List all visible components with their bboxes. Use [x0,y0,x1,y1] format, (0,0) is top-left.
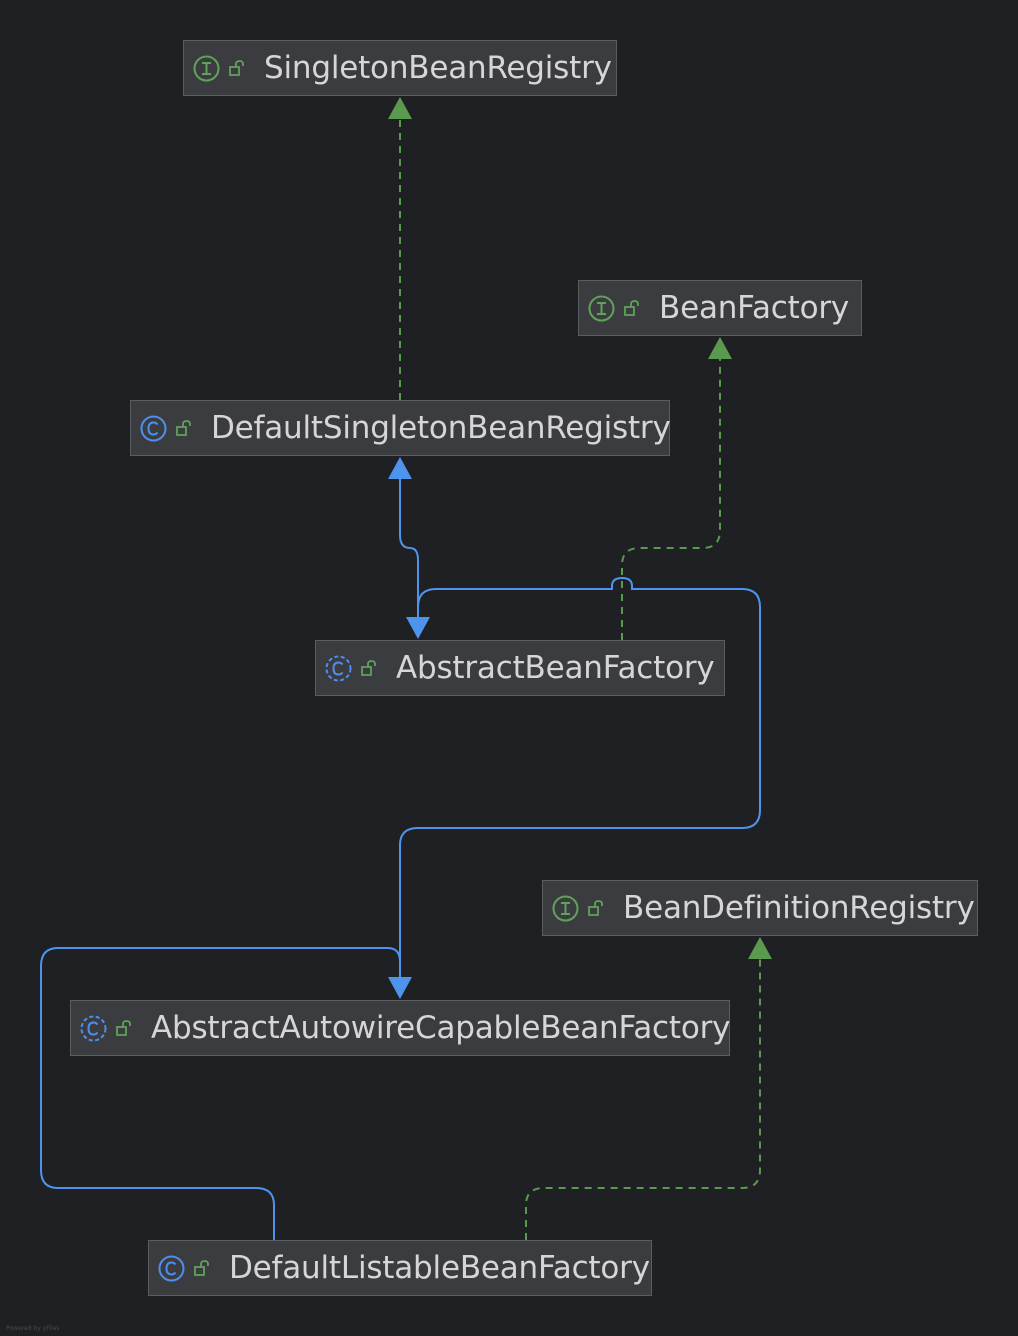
node-label: BeanFactory [659,290,850,326]
edge-default-singleton-registry-implements-singleton-registry [388,97,412,400]
node-bean-definition-registry[interactable]: BeanDefinitionRegistry [542,880,978,936]
interface-icon [193,55,220,81]
node-default-singleton-bean-registry[interactable]: DefaultSingletonBeanRegistry [130,400,671,456]
node-bean-factory[interactable]: BeanFactory [578,280,862,336]
edge-abstract-bean-factory-extends-default-singleton-registry [388,457,419,617]
node-label: DefaultListableBeanFactory [229,1250,650,1286]
edge-abstract-bean-factory-implements-bean-factory [621,337,732,640]
node-label: AbstractBeanFactory [396,650,715,686]
node-label: BeanDefinitionRegistry [623,890,975,926]
public-lock-icon [176,420,191,436]
edge-default-listable-extends-abstract-autowire [40,947,412,1240]
class-icon [158,1255,185,1281]
node-abstract-autowire-capable-bean-factory[interactable]: AbstractAutowireCapableBeanFactory [70,1000,731,1056]
node-default-listable-bean-factory[interactable]: DefaultListableBeanFactory [148,1240,652,1296]
class-icon [140,415,167,441]
node-label: DefaultSingletonBeanRegistry [211,410,671,446]
edge-abstract-autowire-extends-abstract-bean-factory [399,576,761,978]
footer-credit: Powered by yFiles [6,1325,60,1332]
node-singleton-bean-registry[interactable]: SingletonBeanRegistry [183,40,617,96]
public-lock-icon [116,1020,131,1036]
public-lock-icon [194,1260,209,1276]
public-lock-icon [624,300,639,316]
node-label: AbstractAutowireCapableBeanFactory [151,1010,731,1046]
public-lock-icon [361,660,376,676]
node-abstract-bean-factory[interactable]: AbstractBeanFactory [315,640,725,696]
interface-icon [588,295,615,321]
node-label: SingletonBeanRegistry [264,50,612,86]
public-lock-icon [229,60,244,76]
abstract-class-icon [325,655,352,681]
interface-icon [552,895,579,921]
abstract-class-icon [80,1015,107,1041]
edge-default-listable-implements-bean-definition-registry [525,937,772,1240]
public-lock-icon [588,900,603,916]
